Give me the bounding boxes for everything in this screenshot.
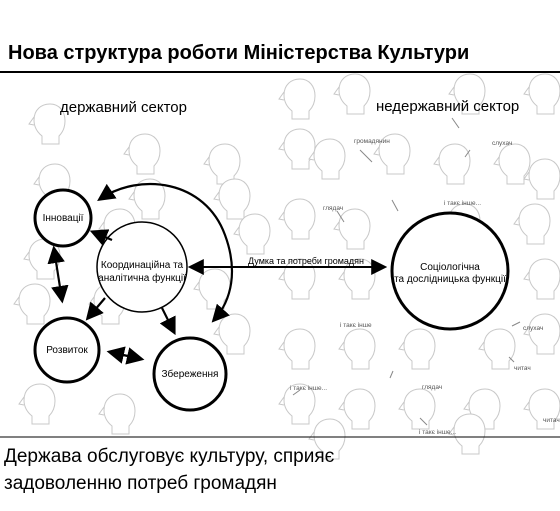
crowd-label-others-d: і такє інше... xyxy=(419,428,456,436)
state-sector-label: державний сектор xyxy=(60,99,187,116)
head-profile-icon xyxy=(523,388,560,430)
head-profile-icon xyxy=(308,418,346,460)
head-profile-icon xyxy=(513,203,551,245)
diagram-arrows xyxy=(47,182,388,365)
head-profile-icon xyxy=(398,388,436,430)
head-profile-icon xyxy=(523,313,560,355)
head-profile-icon xyxy=(278,198,316,240)
head-profile-icon xyxy=(278,78,316,120)
head-profile-icon xyxy=(493,143,531,185)
nonstate-sector-label: недержавний сектор xyxy=(376,98,519,115)
head-profile-icon xyxy=(278,128,316,170)
sociological-node xyxy=(390,211,510,331)
head-profile-icon xyxy=(123,133,161,175)
head-profile-icon xyxy=(308,138,346,180)
coordination-label-line1: Координаційна та xyxy=(101,260,184,271)
arrow-development-preservation xyxy=(106,346,145,365)
crowd-label-others-b: і такє інше xyxy=(340,321,372,329)
head-profile-icon xyxy=(13,283,51,325)
head-profile-icon xyxy=(278,328,316,370)
head-profile-icon xyxy=(523,73,560,115)
head-profile-icon xyxy=(333,73,371,115)
head-profile-icon xyxy=(433,143,471,185)
crowd-pointer-arrows xyxy=(292,117,521,426)
head-profile-icon xyxy=(448,73,486,115)
arrow-to-innovation xyxy=(89,229,113,246)
crowd-label-citizen: громадянин xyxy=(354,138,390,145)
sociological-label-line2: та дослідницька функції xyxy=(394,273,506,285)
crowd-label-listener: слухач xyxy=(492,140,512,147)
arrow-to-preservation xyxy=(159,307,176,336)
crowd-label-viewer-2: глядач xyxy=(422,384,442,391)
head-profile-icon xyxy=(233,213,271,255)
head-profile-icon xyxy=(18,383,56,425)
sociological-label-line1: Соціологічна xyxy=(420,262,480,273)
head-profile-icon xyxy=(98,393,136,435)
head-profile-icon xyxy=(373,133,411,175)
head-profile-icon xyxy=(333,208,371,250)
head-profile-icon xyxy=(523,258,560,300)
innovation-label: Інновації xyxy=(43,213,84,224)
crowd-label-listener-2: слухач xyxy=(523,325,543,332)
head-profile-icon xyxy=(213,178,251,220)
preservation-label: Збереження xyxy=(162,368,219,380)
head-profile-icon xyxy=(278,383,316,425)
footer-line-2: задоволенню потреб громадян xyxy=(4,473,277,494)
citizen-opinion-label: Думка та потреби громадян xyxy=(248,256,364,266)
crowd-label-others-a: і такє інше... xyxy=(444,199,481,207)
head-profile-icon xyxy=(398,328,436,370)
head-profile-icon xyxy=(478,328,516,370)
crowd-label-viewer: глядач xyxy=(323,205,343,212)
arrow-to-development xyxy=(85,297,106,321)
head-profile-icon xyxy=(523,158,560,200)
crowd-label-others-c: і такє інше... xyxy=(290,384,327,392)
crowd-label-reader-2: читач xyxy=(543,417,560,424)
head-profile-icon xyxy=(463,388,501,430)
arrow-innovation-development xyxy=(47,245,69,304)
head-profile-icon xyxy=(338,388,376,430)
head-profile-icon xyxy=(338,328,376,370)
head-profile-icon xyxy=(213,313,251,355)
arc-arrow-innovation-preservation xyxy=(97,182,234,323)
head-profile-icon xyxy=(203,143,241,185)
preservation-node xyxy=(152,336,228,412)
head-profile-icon xyxy=(28,103,66,145)
head-profile-icon xyxy=(448,413,486,455)
development-node xyxy=(33,316,101,384)
page-title: Нова структура роботи Міністерства Культ… xyxy=(8,42,469,64)
footer-line-1: Держава обслуговує культуру, сприяє xyxy=(4,446,335,467)
development-label: Розвиток xyxy=(46,345,88,356)
crowd-label-reader: читач xyxy=(514,365,531,372)
coordination-label-line2: аналітична функції xyxy=(98,272,186,284)
